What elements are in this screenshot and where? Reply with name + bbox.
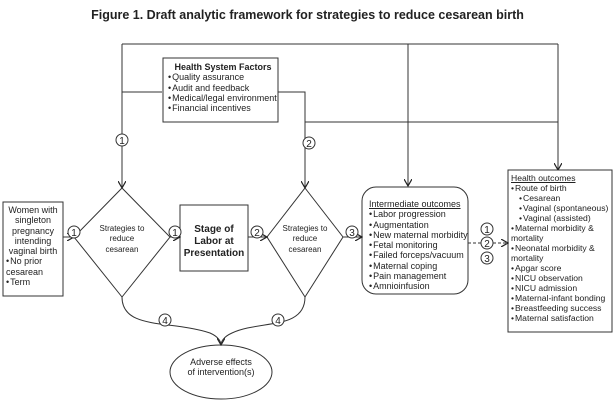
kq2-circle-top: 2 — [302, 136, 316, 150]
outcome-subitem: Cesarean — [511, 193, 611, 203]
outcome-item: Maternal satisfaction — [511, 313, 611, 323]
outcome-item: Route of birth — [511, 183, 611, 193]
hsf-item: Audit and feedback — [168, 83, 278, 93]
kq1-circle-mid: 1 — [168, 225, 182, 239]
svg-text:1: 1 — [484, 225, 490, 236]
outcome-subitem: Vaginal (assisted) — [511, 213, 611, 223]
strategies-label-2: Strategies to reduce cesarean — [282, 224, 328, 254]
figure-title: Figure 1. Draft analytic framework for s… — [91, 8, 524, 22]
svg-text:2: 2 — [484, 239, 490, 250]
population-bullet: Term — [4, 277, 62, 287]
outcome-item: Breastfeeding success — [511, 303, 611, 313]
intermediate-item: Pain management — [369, 271, 469, 281]
kq4-curve-right — [220, 296, 306, 346]
kq2-circle-mid: 2 — [250, 225, 264, 239]
svg-text:1: 1 — [71, 228, 77, 239]
outcome-item: Neonatal morbidity & mortality — [511, 243, 611, 263]
population-line: Women with — [8, 205, 58, 215]
intermediate-item: Augmentation — [369, 220, 469, 230]
outcome-item: Apgar score — [511, 263, 611, 273]
svg-text:1: 1 — [172, 228, 178, 239]
population-bullet: No prior cesarean — [4, 256, 62, 277]
outcome-item: NICU admission — [511, 283, 611, 293]
hsf-item: Medical/legal environment — [168, 93, 278, 103]
outcome-item: Maternal-infant bonding — [511, 293, 611, 303]
intermediate-item: Failed forceps/vacuum — [369, 250, 469, 260]
population-line: vaginal birth — [8, 246, 58, 257]
svg-text:4: 4 — [275, 316, 281, 327]
svg-text:2: 2 — [254, 228, 260, 239]
outcome-subitem: Vaginal (spontaneous) — [511, 203, 611, 213]
health-system-factors: Health System Factors Quality assurance … — [168, 62, 278, 113]
intermediate-item: Amnioinfusion — [369, 281, 469, 291]
svg-text:1: 1 — [119, 136, 125, 147]
svg-text:2: 2 — [306, 139, 312, 150]
stage-box — [179, 204, 249, 272]
hsf-item: Financial incentives — [168, 103, 278, 113]
population-line: singleton — [14, 215, 52, 226]
intermediate-item: Labor progression — [369, 209, 469, 219]
kq1-circle-right: 1 — [480, 222, 494, 236]
kq1-circle-top: 1 — [115, 133, 129, 147]
outcome-item: NICU observation — [511, 273, 611, 283]
health-system-heading: Health System Factors — [174, 62, 272, 72]
kq4-curve-left — [121, 296, 221, 345]
svg-text:3: 3 — [484, 254, 490, 265]
hsf-item: Quality assurance — [168, 72, 278, 82]
intermediate-heading: Intermediate outcomes — [369, 199, 461, 209]
health-outcomes: Health outcomes Route of birth Cesarean … — [511, 173, 611, 323]
adverse-effects-label: Adverse effects of intervention(s) — [187, 357, 255, 378]
population-label: Women with singleton pregnancy intending… — [4, 205, 62, 287]
svg-text:3: 3 — [349, 228, 355, 239]
stage-label: Stage of Labor at Presentation — [183, 224, 245, 259]
kq4-circle-right: 4 — [271, 313, 285, 327]
outcome-item: Maternal morbidity & mortality — [511, 223, 611, 243]
svg-text:4: 4 — [162, 316, 168, 327]
kq3-circle-right: 3 — [480, 251, 494, 265]
intermediate-item: Fetal monitoring — [369, 240, 469, 250]
intermediate-item: Maternal coping — [369, 261, 469, 271]
population-line: intending — [14, 235, 52, 246]
kq4-circle-left: 4 — [158, 313, 172, 327]
population-line: pregnancy — [11, 225, 55, 236]
health-outcomes-heading: Health outcomes — [511, 173, 576, 183]
kq2-circle-right: 2 — [480, 236, 494, 250]
kq1-circle-left: 1 — [67, 225, 81, 239]
kq3-circle-mid: 3 — [345, 225, 359, 239]
intermediate-outcomes: Intermediate outcomes Labor progression … — [369, 199, 469, 292]
intermediate-item: New maternal morbidity — [369, 230, 469, 240]
strategies-label-1: Strategies to reduce cesarean — [99, 224, 145, 254]
hsf-right-link — [278, 91, 305, 188]
